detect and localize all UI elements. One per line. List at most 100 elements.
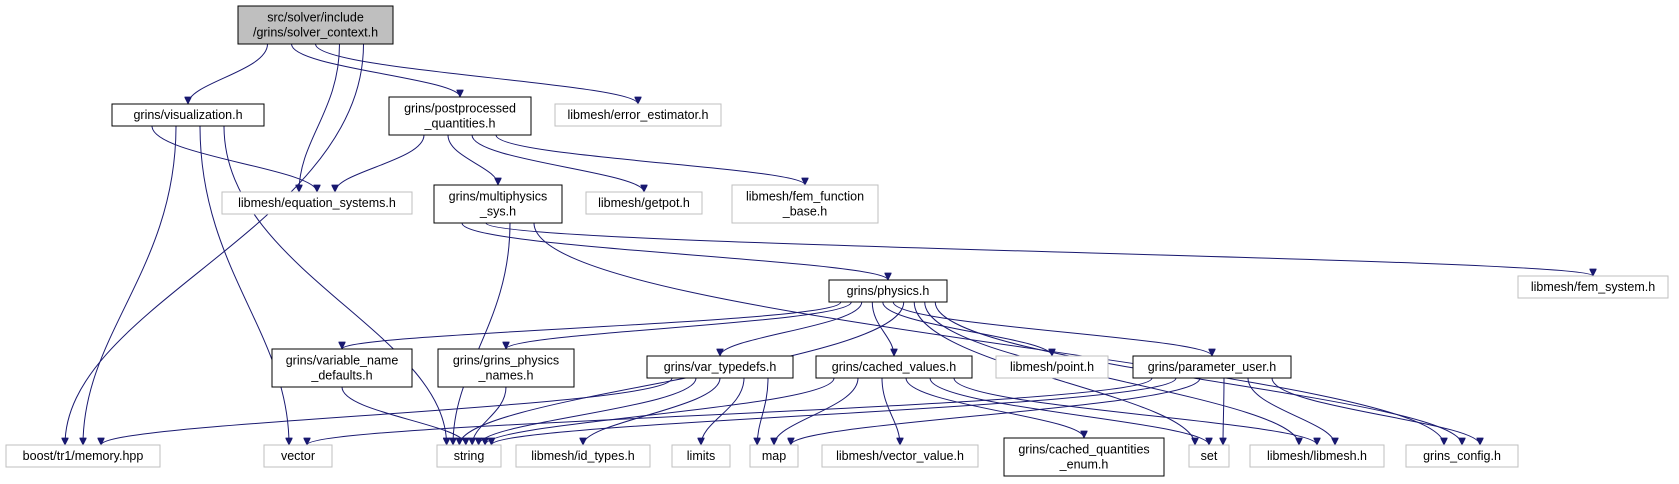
edge-postprocessed-to-getpot	[471, 134, 644, 192]
node-box-cached_quantities_enum	[1003, 437, 1165, 477]
node-var_typedefs[interactable]: grins/var_typedefs.h	[646, 355, 794, 379]
edge-physics-to-var_typedefs	[720, 301, 863, 356]
node-box-grins_config	[1405, 444, 1519, 468]
node-box-visualization	[111, 103, 265, 127]
node-multiphysics[interactable]: grins/multiphysics_sys.h	[433, 184, 563, 224]
node-label-visualization: grins/visualization.h	[133, 108, 242, 122]
node-variable_name[interactable]: grins/variable_name_defaults.h	[271, 348, 413, 388]
node-fem_function_base: libmesh/fem_function_base.h	[731, 184, 879, 224]
node-label-string: string	[454, 449, 485, 463]
edge-var_typedefs-to-boost_memory	[101, 377, 673, 445]
edge-physics-to-physics_names	[506, 301, 852, 349]
node-libmesh: libmesh/libmesh.h	[1249, 444, 1385, 468]
edge-postprocessed-to-multiphysics	[447, 134, 498, 185]
node-grins_config: grins_config.h	[1405, 444, 1519, 468]
node-postprocessed[interactable]: grins/postprocessed_quantities.h	[388, 96, 532, 136]
node-box-physics_names	[437, 348, 575, 388]
node-box-getpot	[585, 191, 703, 215]
edge-var_typedefs-to-string	[479, 377, 697, 445]
node-string: string	[436, 444, 502, 468]
node-box-equation_systems	[221, 191, 413, 215]
node-vector_value: libmesh/vector_value.h	[821, 444, 979, 468]
edge-parameter_user-to-map	[791, 377, 1201, 445]
node-cached_values[interactable]: grins/cached_values.h	[815, 355, 973, 379]
edge-visualization-to-boost_memory	[83, 125, 177, 445]
node-getpot: libmesh/getpot.h	[585, 191, 703, 215]
node-label-error_estimator: libmesh/error_estimator.h	[567, 108, 708, 122]
node-box-id_types	[515, 444, 651, 468]
edge-var_typedefs-to-map	[757, 377, 769, 445]
node-label-fem_system: libmesh/fem_system.h	[1531, 280, 1655, 294]
edge-cached_values-to-vector_value	[881, 377, 900, 445]
edge-physics-to-libmesh	[924, 301, 1299, 445]
edge-var_typedefs-to-id_types	[583, 377, 721, 445]
node-box-point	[995, 355, 1109, 379]
edge-multiphysics-to-string	[453, 222, 511, 445]
edge-solver_context-to-error_estimator	[315, 43, 639, 104]
node-box-error_estimator	[554, 103, 722, 127]
edge-multiphysics-to-fem_system	[485, 222, 1593, 276]
edge-physics-to-point	[882, 301, 1052, 356]
edge-var_typedefs-to-limits	[701, 377, 745, 445]
edge-variable_name-to-string	[341, 386, 466, 445]
node-label-getpot: libmesh/getpot.h	[598, 196, 690, 210]
node-solver_context[interactable]: src/solver/include/grins/solver_context.…	[237, 5, 394, 45]
node-label-multiphysics: _sys.h	[479, 205, 516, 219]
edge-solver_context-to-boost_memory	[65, 43, 364, 445]
node-label-var_typedefs: grins/var_typedefs.h	[664, 360, 777, 374]
node-box-cached_values	[815, 355, 973, 379]
edge-multiphysics-to-grins_config	[533, 222, 1444, 445]
node-cached_quantities_enum[interactable]: grins/cached_quantities_enum.h	[1003, 437, 1165, 477]
node-label-boost_memory: boost/tr1/memory.hpp	[23, 449, 144, 463]
edge-physics-to-string	[459, 301, 905, 445]
node-box-var_typedefs	[646, 355, 794, 379]
node-box-map	[749, 444, 799, 468]
edge-visualization-to-vector	[199, 125, 289, 445]
node-label-postprocessed: grins/postprocessed	[404, 102, 516, 116]
edge-parameter_user-to-grins_config	[1271, 377, 1480, 445]
node-set: set	[1188, 444, 1230, 468]
node-box-boost_memory	[5, 444, 161, 468]
edge-cached_values-to-cached_quantities_enum	[905, 377, 1084, 438]
node-label-solver_context: /grins/solver_context.h	[253, 26, 378, 40]
node-label-physics: grins/physics.h	[847, 284, 930, 298]
node-label-limits: limits	[687, 449, 715, 463]
node-box-postprocessed	[388, 96, 532, 136]
node-error_estimator: libmesh/error_estimator.h	[554, 103, 722, 127]
node-label-cached_values: grins/cached_values.h	[832, 360, 956, 374]
node-box-set	[1188, 444, 1230, 468]
edge-solver_context-to-postprocessed	[291, 43, 461, 97]
edge-cached_values-to-libmesh	[953, 377, 1317, 445]
edge-parameter_user-to-string	[491, 377, 1177, 445]
node-equation_systems: libmesh/equation_systems.h	[221, 191, 413, 215]
node-physics[interactable]: grins/physics.h	[828, 279, 948, 303]
nodes-layer: src/solver/include/grins/solver_context.…	[5, 5, 1669, 477]
node-box-physics	[828, 279, 948, 303]
node-physics_names[interactable]: grins/grins_physics_names.h	[437, 348, 575, 388]
node-map: map	[749, 444, 799, 468]
edge-parameter_user-to-set	[1223, 377, 1224, 445]
node-label-id_types: libmesh/id_types.h	[531, 449, 635, 463]
node-label-cached_quantities_enum: grins/cached_quantities	[1018, 443, 1149, 457]
edge-solver_context-to-visualization	[188, 43, 268, 104]
edge-solver_context-to-equation_systems	[299, 43, 340, 192]
node-id_types: libmesh/id_types.h	[515, 444, 651, 468]
node-box-limits	[671, 444, 731, 468]
node-label-equation_systems: libmesh/equation_systems.h	[238, 196, 396, 210]
node-limits: limits	[671, 444, 731, 468]
edge-visualization-to-equation_systems	[151, 125, 317, 192]
node-label-variable_name: grins/variable_name	[286, 354, 399, 368]
edge-postprocessed-to-equation_systems	[335, 134, 425, 192]
node-box-libmesh	[1249, 444, 1385, 468]
edge-physics-to-grins_config	[934, 301, 1462, 445]
edge-cached_values-to-map	[774, 377, 859, 445]
edge-visualization-to-string	[223, 125, 447, 445]
node-box-multiphysics	[433, 184, 563, 224]
node-label-physics_names: _names.h	[478, 369, 534, 383]
node-vector: vector	[263, 444, 333, 468]
node-label-solver_context: src/solver/include	[267, 11, 364, 25]
node-parameter_user[interactable]: grins/parameter_user.h	[1132, 355, 1292, 379]
edge-parameter_user-to-libmesh	[1247, 377, 1335, 445]
node-visualization[interactable]: grins/visualization.h	[111, 103, 265, 127]
